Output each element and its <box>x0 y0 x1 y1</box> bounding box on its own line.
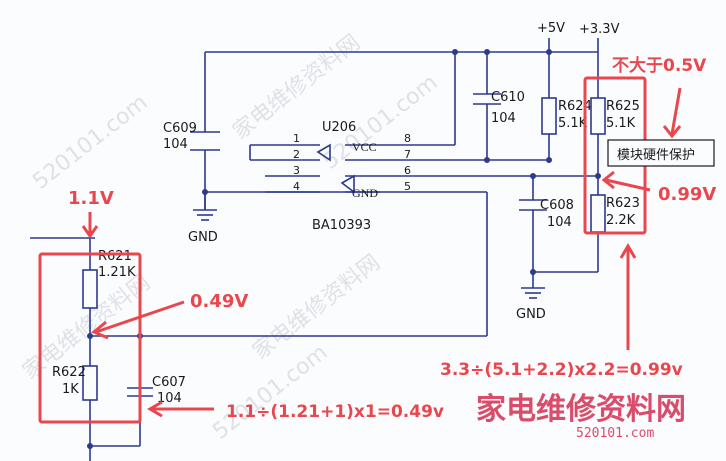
r624-value: 5.1K <box>558 116 588 131</box>
watermark-url-1: 520101.com <box>28 90 152 195</box>
wires-top <box>90 38 599 337</box>
module-protect-label: 模块硬件保护 <box>617 148 695 163</box>
c610-ref: C610 <box>491 90 525 105</box>
rail-3v3-label: +3.3V <box>579 22 620 37</box>
v-049-label: 0.49V <box>190 291 248 312</box>
r621-ref: R621 <box>98 249 132 264</box>
pin-3: 3 <box>293 164 300 177</box>
pin-8: 8 <box>404 132 411 145</box>
highlight-box-left <box>38 252 142 424</box>
gnd-label-right: GND <box>516 307 546 322</box>
r622-ref: R622 <box>52 365 86 380</box>
logo-text: 家电维修资料网 <box>476 392 686 427</box>
r625-resistor: R625 5.1K <box>590 97 640 135</box>
module-protect-box <box>607 139 715 167</box>
pin-vcc-label: VCC <box>352 140 377 154</box>
r621-value: 1.21K <box>98 265 136 280</box>
pin-1: 1 <box>293 132 300 145</box>
c607-value: 104 <box>157 391 182 406</box>
r625-value: 5.1K <box>606 116 636 131</box>
logo-url: 520101.com <box>576 426 654 441</box>
c608-capacitor: C608 104 <box>519 198 574 230</box>
c610-value: 104 <box>491 111 516 126</box>
ground-symbol-left: GND <box>188 209 218 245</box>
rail-5v-label: +5V <box>537 21 565 36</box>
pin-5: 5 <box>404 180 411 193</box>
c610-capacitor: C610 104 <box>473 90 525 126</box>
r625-ref: R625 <box>606 99 640 114</box>
r624-resistor: R624 5.1K <box>541 97 592 135</box>
pin-2: 2 <box>293 148 300 161</box>
c608-value: 104 <box>547 215 572 230</box>
c609-ref: C609 <box>163 121 197 136</box>
r624-ref: R624 <box>558 99 592 114</box>
ground-symbol-right: GND <box>516 287 546 322</box>
ic-u206: U206 BA10393 1 2 3 4 8 7 6 5 VCC GND <box>249 120 411 233</box>
gnd-label-left: GND <box>188 230 218 245</box>
r623-value: 2.2K <box>606 213 636 228</box>
r623-resistor: R623 2.2K <box>590 194 640 233</box>
r623-ref: R623 <box>606 196 640 211</box>
site-logo: 家电维修资料网 520101.com <box>476 392 686 441</box>
pin-6: 6 <box>404 164 411 177</box>
c607-ref: C607 <box>152 375 186 390</box>
c608-ref: C608 <box>540 198 574 213</box>
ic-ref: U206 <box>322 120 356 135</box>
formula-099: 3.3÷(5.1+2.2)x2.2=0.99v <box>440 360 683 380</box>
v-099-label: 0.99V <box>658 184 716 205</box>
pin-gnd-label: GND <box>352 186 378 200</box>
c609-value: 104 <box>163 137 188 152</box>
pin-7: 7 <box>404 148 411 161</box>
formula-049: 1.1÷(1.21+1)x1=0.49v <box>226 402 444 422</box>
ic-part-number: BA10393 <box>312 218 371 233</box>
r622-value: 1K <box>62 382 79 397</box>
c609-capacitor: C609 104 <box>163 121 220 152</box>
pin-4: 4 <box>293 180 300 193</box>
v-in-label: 1.1V <box>68 188 114 209</box>
annotations: 不大于0.5V 模块硬件保护 0.99V 1.1V 0.49V 3.3÷(5.1… <box>38 55 716 424</box>
not-exceed-label: 不大于0.5V <box>612 55 707 76</box>
left-divider: R621 1.21K R622 1K C607 104 <box>30 237 186 461</box>
